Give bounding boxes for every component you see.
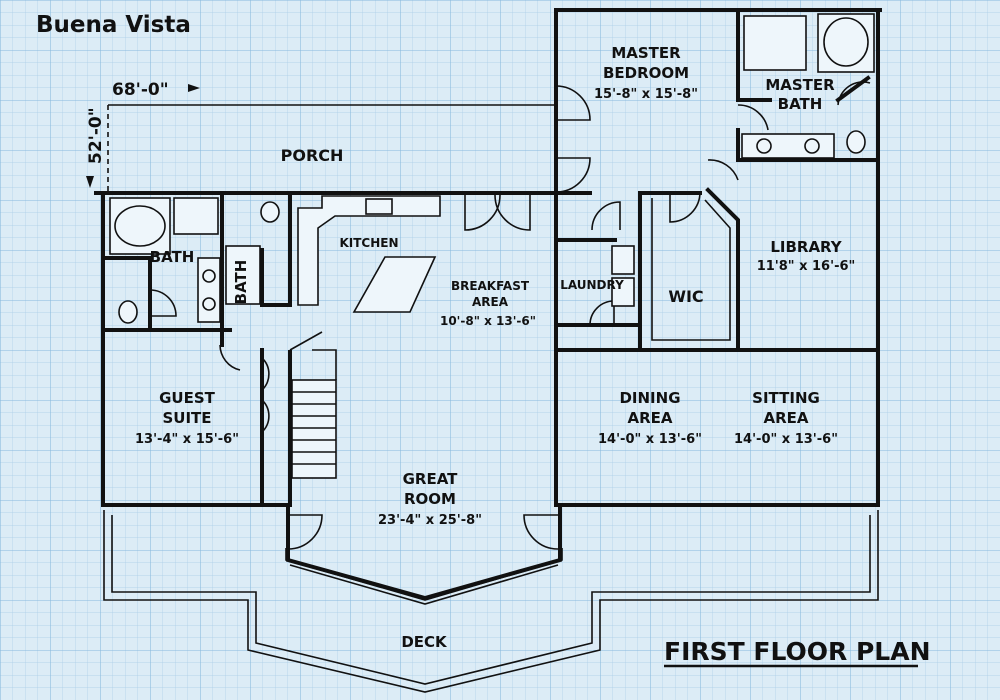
master-bath-label-2: BATH	[778, 95, 823, 113]
bathtub-master	[817, 13, 875, 73]
guest-suite-label: GUEST	[159, 389, 216, 407]
width-arrow-icon	[188, 84, 200, 92]
plan-name: Buena Vista	[36, 12, 191, 38]
dining-label: DINING	[619, 389, 680, 407]
deck-label: DECK	[401, 633, 448, 651]
great-room-label-2: ROOM	[404, 490, 456, 508]
walls	[94, 8, 882, 601]
bath-vertical-label: BATH	[232, 260, 250, 305]
great-room-label: GREAT	[403, 470, 459, 488]
sitting-label: SITTING	[752, 389, 820, 407]
depth-dimension: 52'-0"	[86, 107, 106, 164]
breakfast-label: BREAKFAST	[451, 279, 530, 293]
shower-guest	[173, 197, 219, 235]
doors	[149, 81, 871, 550]
great-room-size: 23'-4" x 25'-8"	[378, 513, 482, 528]
breakfast-size: 10'-8" x 13'-6"	[440, 314, 536, 328]
sitting-size: 14'-0" x 13'-6"	[734, 432, 838, 447]
wic-label: WIC	[668, 287, 703, 306]
first-floor-plan-title: FIRST FLOOR PLAN	[664, 637, 931, 666]
bath-label: BATH	[150, 248, 195, 266]
staircase	[291, 349, 337, 479]
shower-master	[743, 15, 807, 71]
depth-arrow-icon	[86, 176, 94, 188]
kitchen-island	[352, 256, 437, 313]
master-bedroom-size: 15'-8" x 15'-8"	[594, 87, 698, 102]
master-bedroom-label: MASTER	[611, 44, 681, 62]
library-size: 11'8" x 16'-6"	[757, 259, 856, 274]
guest-suite-label-2: SUITE	[162, 409, 211, 427]
sitting-label-2: AREA	[763, 409, 808, 427]
master-bath-label: MASTER	[765, 76, 835, 94]
width-dimension: 68'-0"	[112, 80, 169, 100]
dining-size: 14'-0" x 13'-6"	[598, 432, 702, 447]
guest-suite-size: 13'-4" x 15'-6"	[135, 432, 239, 447]
dining-label-2: AREA	[627, 409, 672, 427]
fixtures	[109, 13, 875, 479]
laundry-label: LAUNDRY	[560, 278, 624, 292]
bathtub-guest	[109, 197, 171, 255]
porch-label: PORCH	[281, 146, 344, 165]
master-bedroom-label-2: BEDROOM	[603, 64, 689, 82]
library-label: LIBRARY	[770, 238, 842, 256]
kitchen-label: KITCHEN	[339, 236, 398, 250]
room-labels: MASTER BEDROOM 15'-8" x 15'-8" MASTER BA…	[135, 44, 855, 651]
breakfast-label-2: AREA	[472, 295, 509, 309]
